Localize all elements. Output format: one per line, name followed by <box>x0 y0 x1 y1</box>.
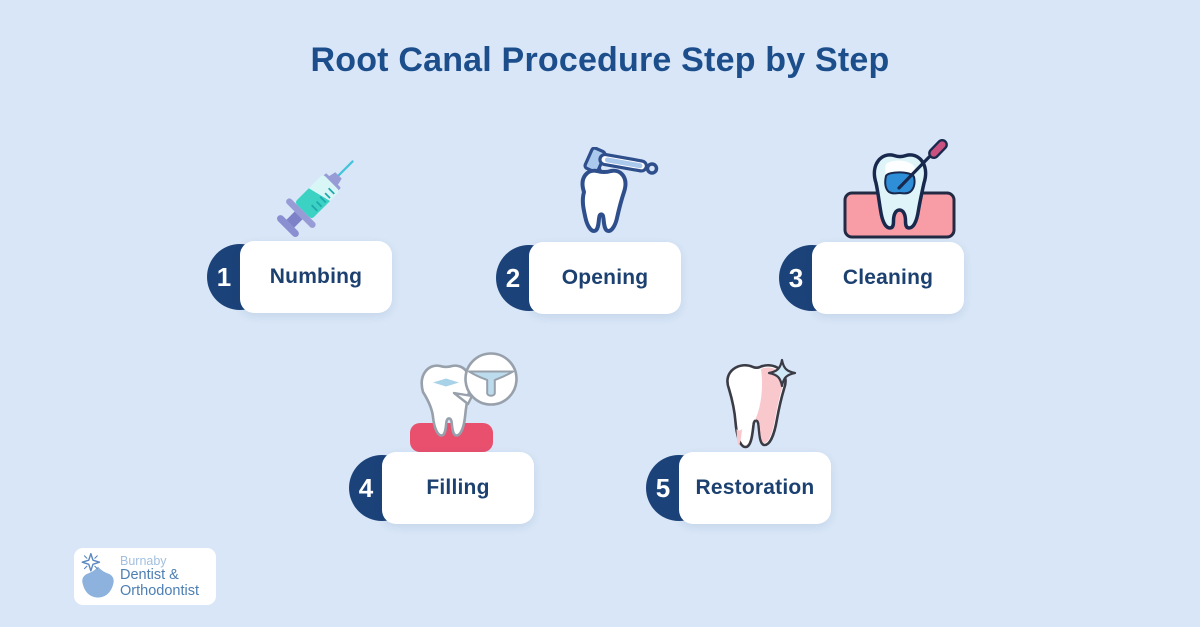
tooth-filling-magnifier-icon <box>410 352 518 452</box>
logo-text: Burnaby Dentist & Orthodontist <box>120 554 199 599</box>
step-number: 3 <box>788 262 804 293</box>
tooth-sparkle-icon <box>709 357 804 455</box>
tooth-cleaning-file-icon <box>842 138 957 240</box>
step-label: Cleaning <box>842 266 934 289</box>
step-label: Filling <box>426 476 490 499</box>
step-numbing: 1 Numbing <box>207 160 392 313</box>
step-label: Numbing <box>269 265 363 288</box>
logo-name-line: Burnaby <box>120 554 167 568</box>
tooth-drill-icon <box>550 146 660 242</box>
logo: Burnaby Dentist & Orthodontist <box>74 548 216 605</box>
syringe-icon <box>277 160 354 237</box>
step-card <box>679 452 831 524</box>
logo-name-line: Orthodontist <box>120 582 199 599</box>
step-opening: 2 Opening <box>496 146 681 314</box>
step-card <box>529 242 681 314</box>
step-filling: 4 Filling <box>349 352 534 524</box>
logo-name-line: Dentist & <box>120 567 179 584</box>
step-number: 4 <box>358 472 374 503</box>
step-label: Opening <box>561 266 649 289</box>
page-title: Root Canal Procedure Step by Step <box>310 41 890 79</box>
step-number: 2 <box>505 262 521 293</box>
tooth-cleaning-file-icon <box>843 138 956 239</box>
syringe-icon <box>268 144 368 244</box>
step-number: 5 <box>655 472 671 503</box>
logo-tooth-icon <box>81 553 114 598</box>
step-card <box>240 241 392 313</box>
tooth-filling-magnifier-icon <box>404 352 519 455</box>
step-cleaning: 3 Cleaning <box>779 138 964 314</box>
tooth-sparkle-icon <box>726 358 797 449</box>
step-label: Restoration <box>695 476 815 499</box>
step-card <box>812 242 964 314</box>
tooth-drill-icon <box>580 146 659 233</box>
step-card <box>382 452 534 524</box>
step-restoration: 5 Restoration <box>646 358 831 524</box>
step-number: 1 <box>216 261 232 292</box>
